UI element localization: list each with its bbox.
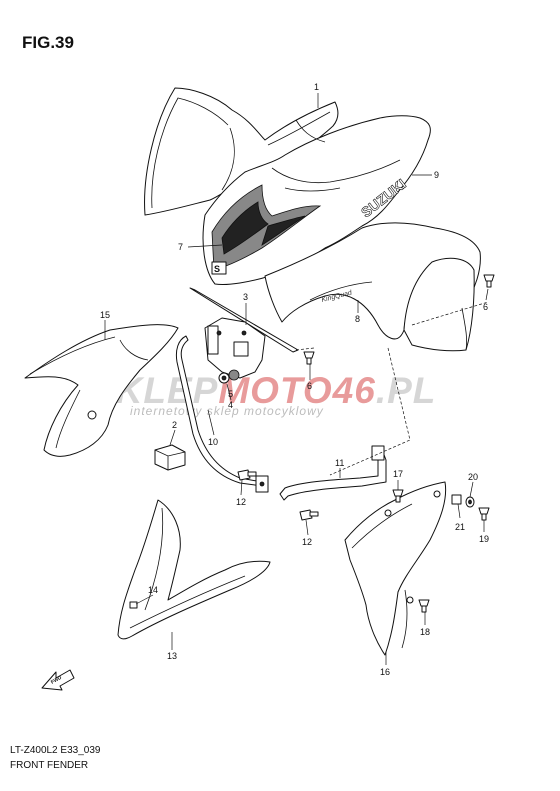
callout-1: 1 (314, 82, 319, 92)
callout-3: 3 (243, 292, 248, 302)
part-5-washer[interactable] (228, 369, 240, 381)
part-11-support-rod[interactable] (279, 445, 387, 501)
footer-code: LT-Z400L2 E33_039 (10, 745, 101, 756)
part-4-nut[interactable] (218, 372, 230, 384)
callout-5-html: 5 (228, 389, 234, 399)
leader-lines (104, 93, 489, 665)
part-3-fender-bracket[interactable] (189, 287, 299, 379)
watermark-part-b: MOTO46 (218, 370, 376, 411)
callout-10: 10 (208, 437, 218, 447)
part-2-block[interactable] (154, 444, 186, 471)
part-13-lower-cover[interactable] (117, 499, 271, 640)
part-7-emblem[interactable]: S (211, 184, 322, 275)
callout-6-center: 6 (307, 381, 312, 391)
callout-15: 15 (100, 310, 110, 320)
callout-14: 14 (148, 585, 158, 595)
callout-11: 11 (335, 458, 344, 468)
watermark-part-c: .PL (375, 370, 437, 411)
part-17-screw[interactable] (392, 489, 404, 503)
callout-21: 21 (455, 522, 465, 532)
part-16-side-guard[interactable] (344, 481, 447, 656)
part-21-collar[interactable] (451, 494, 462, 505)
callout-8: 8 (355, 314, 360, 324)
watermark-tagline: internetowy sklep motocyklowy (130, 404, 324, 418)
part-20-washer[interactable] (465, 496, 475, 508)
callout-17: 17 (393, 469, 403, 479)
part-19-screw[interactable] (478, 507, 490, 521)
callout-19: 19 (479, 534, 489, 544)
callout-16: 16 (380, 667, 390, 677)
callout-9: 9 (434, 170, 439, 180)
callout-12-left: 12 (236, 497, 246, 507)
callout-12-right: 12 (302, 537, 312, 547)
callout-18: 18 (420, 627, 430, 637)
callout-6-right: 6 (483, 302, 488, 312)
callout-20: 20 (468, 472, 478, 482)
figure-title: FIG.39 (22, 33, 74, 52)
fwd-arrow-icon: FWD (41, 669, 75, 691)
footer-name: FRONT FENDER (10, 760, 89, 771)
fwd-label: FWD (50, 675, 63, 686)
callout-2: 2 (172, 420, 177, 430)
callout-7: 7 (178, 242, 183, 252)
callout-13: 13 (167, 651, 177, 661)
part-6-screw[interactable] (303, 274, 495, 365)
part-15-side-guard[interactable] (24, 324, 179, 457)
part-18-screw[interactable] (418, 599, 430, 613)
part-14-clip[interactable] (129, 601, 138, 609)
part-10-support-rod[interactable] (175, 335, 269, 493)
part-12-bolt[interactable] (237, 469, 319, 521)
suzuki-logo: S (214, 264, 220, 274)
callout-4: 4 (228, 400, 233, 410)
